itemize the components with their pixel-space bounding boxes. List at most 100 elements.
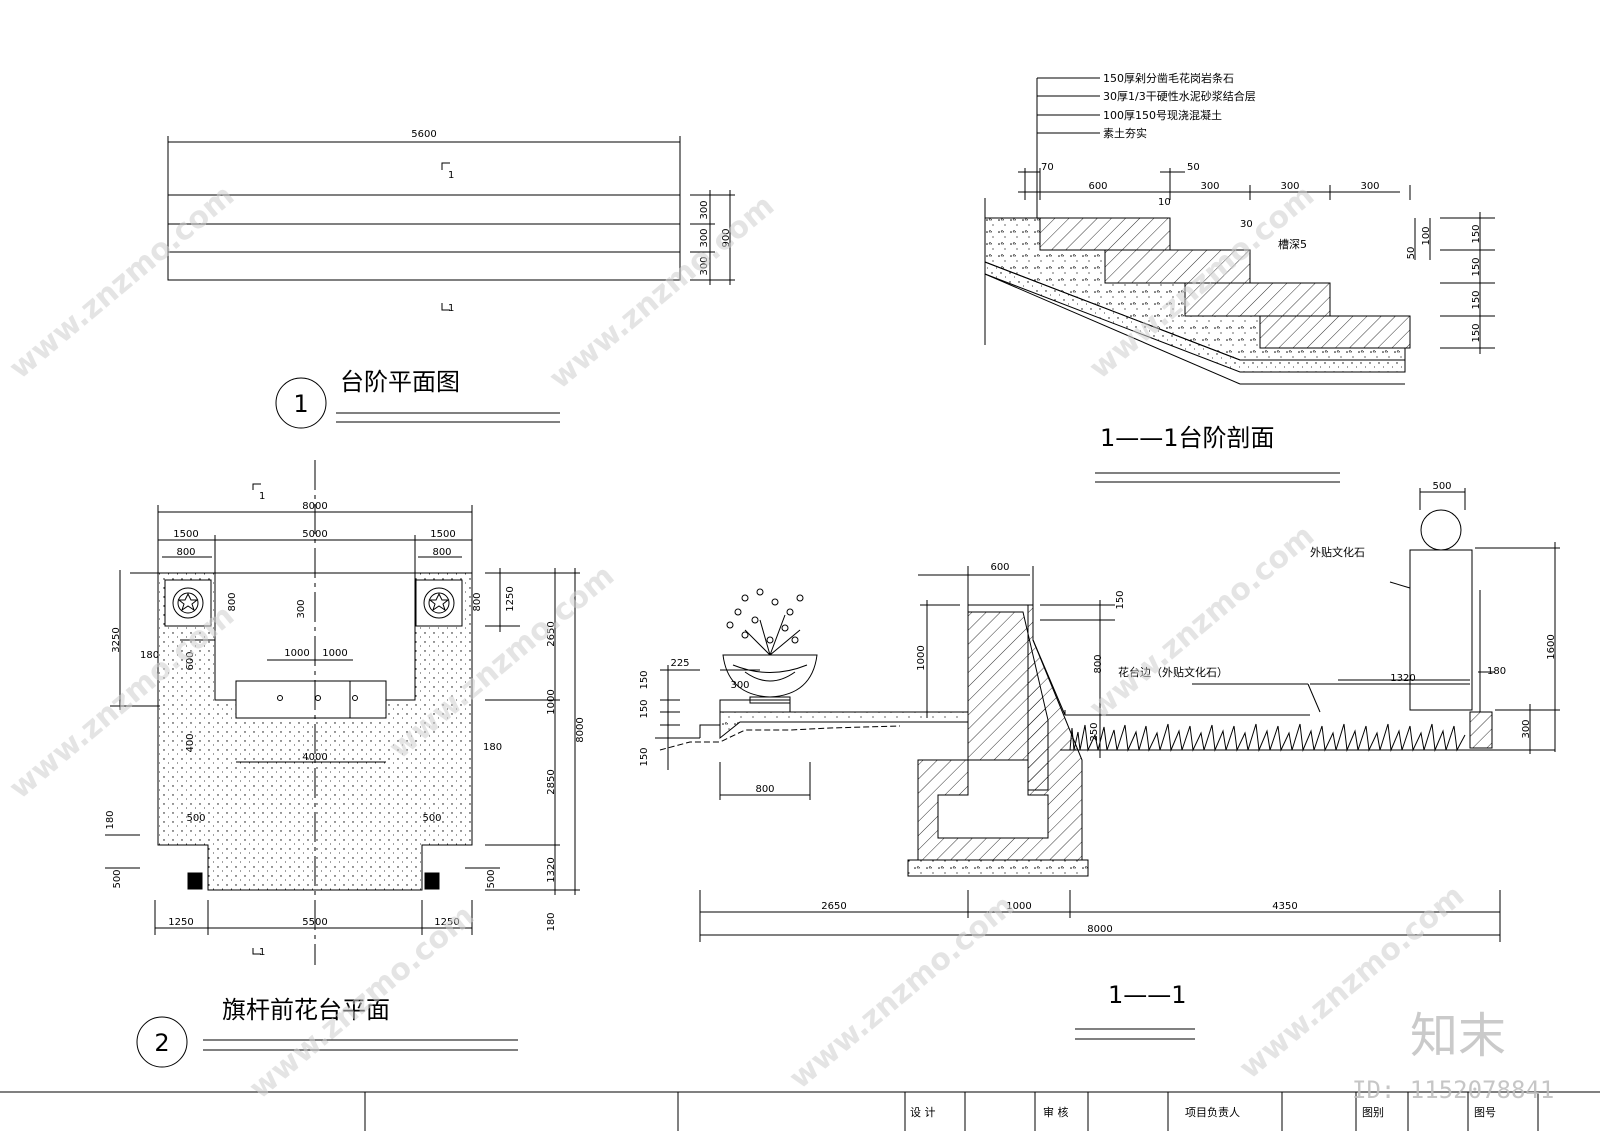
culture-stone-label: 外贴文化石: [1310, 545, 1365, 559]
watermark-text: www.znzmo.com: [1083, 518, 1321, 726]
dim-tread-3: 300: [699, 256, 710, 275]
flowerbed-plan-labels: 8000 1500 5000 1500 800 800 800 300 800 …: [105, 491, 586, 1057]
dim-base-300: 300: [1521, 719, 1532, 738]
dim-left-180: 180: [140, 650, 159, 661]
dim-wall-800: 800: [1093, 654, 1104, 673]
dim-sq-800-r: 800: [432, 547, 451, 558]
watermark-id: ID: 1152078841: [1352, 1076, 1554, 1104]
dim-riser-4: 150: [1471, 323, 1482, 342]
dim-top-1500-r: 1500: [430, 529, 455, 540]
watermark-logo: 知末: [1410, 1008, 1506, 1064]
dim-bottom-5500: 5500: [302, 917, 327, 928]
dim-top-5000: 5000: [302, 529, 327, 540]
plant-icon: [726, 588, 804, 656]
note-layer-3: 100厚150号现浇混凝土: [1103, 108, 1222, 122]
dim-right-500: 500: [486, 869, 497, 888]
dim-300-c: 300: [1360, 181, 1379, 192]
dim-cap-150: 150: [1115, 590, 1126, 609]
dim-post-1600: 1600: [1546, 634, 1557, 659]
dim-right-1000: 1000: [546, 689, 557, 714]
dim-10: 10: [1158, 197, 1171, 208]
dim-bottom-1250-l: 1250: [168, 917, 193, 928]
title-block-labels: 设 计 审 核 项目负责人 图别 图号: [910, 1105, 1496, 1119]
step-plan-drawing: [167, 136, 735, 429]
dim-bottom-4350: 4350: [1272, 901, 1297, 912]
dim-left-600: 600: [185, 651, 196, 670]
dim-right-2650: 2650: [546, 621, 557, 646]
dim-bottom-1000: 1000: [1006, 901, 1031, 912]
dim-30: 30: [1240, 219, 1253, 230]
step-section-labels: 150厚剁分凿毛花岗岩条石 30厚1/3干硬性水泥砂浆结合层 100厚150号现…: [1041, 71, 1482, 452]
dim-250: 250: [1089, 722, 1100, 741]
dim-right-1320: 1320: [546, 857, 557, 882]
dim-right-2850: 2850: [546, 769, 557, 794]
dim-bottom-8000: 8000: [1087, 924, 1112, 935]
dim-225: 225: [670, 658, 689, 669]
step-plan-labels: 5600 300 300 300 900 1 1 1 台阶平面图: [293, 129, 732, 418]
tb-review: 审 核: [1043, 1105, 1069, 1119]
dim-tread-1: 300: [699, 200, 710, 219]
dim-tread-2: 300: [699, 228, 710, 247]
tb-manager: 项目负责人: [1185, 1105, 1240, 1119]
step-section-title: 1——1台阶剖面: [1100, 424, 1275, 452]
dim-center-4000: 4000: [302, 752, 327, 763]
bed-edge-label: 花台边（外贴文化石）: [1118, 665, 1228, 679]
dim-center-1000-l: 1000: [284, 648, 309, 659]
dim-right-1250: 1250: [505, 586, 516, 611]
dim-post-500: 500: [1432, 481, 1451, 492]
section-title: 1——1: [1108, 981, 1187, 1009]
dim-opening-500-r: 500: [422, 813, 441, 824]
dim-inner-800: 800: [227, 592, 238, 611]
dim-50-v: 50: [1406, 247, 1417, 260]
cut-mark-plan-bottom: 1: [259, 947, 265, 958]
dim-opening-500-l: 500: [186, 813, 205, 824]
dim-total-depth: 900: [721, 228, 732, 247]
dim-riser-3: 150: [1471, 290, 1482, 309]
dim-riser-1: 150: [1471, 224, 1482, 243]
dim-right-8000: 8000: [575, 717, 586, 742]
dim-center-1000-r: 1000: [322, 648, 347, 659]
drawing-number-2: 2: [154, 1029, 169, 1057]
dim-riser-2: 150: [1471, 257, 1482, 276]
dim-inner-300: 300: [296, 599, 307, 618]
drawing-number-1: 1: [293, 390, 308, 418]
watermark-text: www.znzmo.com: [783, 888, 1021, 1096]
grass-strip: [1069, 723, 1466, 752]
dim-300-b: 300: [1280, 181, 1299, 192]
dim-top-1500-l: 1500: [173, 529, 198, 540]
dim-left-3250: 3250: [111, 627, 122, 652]
tb-design: 设 计: [910, 1106, 936, 1119]
dim-300: 300: [730, 680, 749, 691]
tb-drawing-category: 图别: [1362, 1106, 1384, 1119]
title-block: [0, 1091, 1600, 1131]
dim-top-total: 8000: [302, 501, 327, 512]
dim-right-180-b: 180: [546, 912, 557, 931]
dim-left-400: 400: [185, 733, 196, 752]
dim-right-180: 180: [483, 742, 502, 753]
dim-180: 180: [1487, 666, 1506, 677]
note-layer-1: 150厚剁分凿毛花岗岩条石: [1103, 71, 1234, 85]
dim-wall-600: 600: [990, 562, 1009, 573]
dim-600: 600: [1088, 181, 1107, 192]
dim-1320: 1320: [1390, 673, 1415, 684]
dim-100: 100: [1421, 226, 1432, 245]
dim-150-b: 150: [639, 699, 650, 718]
dim-left-500: 500: [112, 869, 123, 888]
dim-bottom-2650: 2650: [821, 901, 846, 912]
dim-bottom-1250-r: 1250: [434, 917, 459, 928]
groove-depth-note: 槽深5: [1278, 238, 1307, 251]
watermark-text: www.znzmo.com: [3, 178, 241, 386]
dim-total-width: 5600: [411, 129, 436, 140]
dim-300-a: 300: [1200, 181, 1219, 192]
flowerbed-section-drawing: [655, 488, 1560, 1040]
cut-mark-bottom: 1: [448, 303, 454, 314]
step-plan-title: 台阶平面图: [340, 368, 460, 396]
watermark-text: www.znzmo.com: [543, 188, 781, 396]
flowerbed-plan-title: 旗杆前花台平面: [222, 996, 390, 1024]
flowerbed-section-labels: 600 500 150 800 1000 1600 300 1320 180 2…: [639, 481, 1557, 1009]
step-section-drawing: [984, 77, 1495, 483]
note-layer-2: 30厚1/3干硬性水泥砂浆结合层: [1103, 89, 1256, 103]
dim-50: 50: [1187, 162, 1200, 173]
note-layer-4: 素土夯实: [1103, 126, 1147, 140]
